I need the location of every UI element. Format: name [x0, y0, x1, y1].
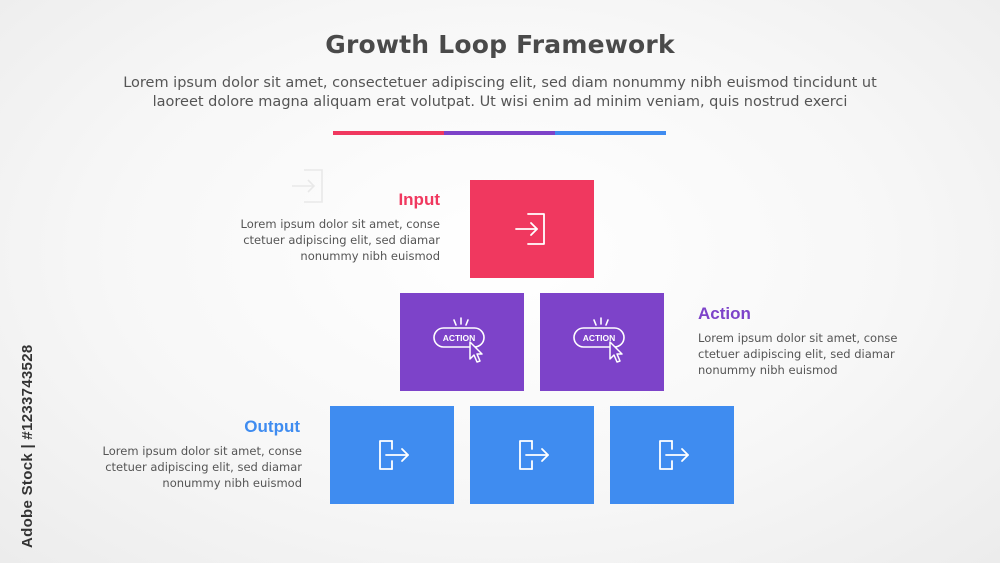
input-description: Lorem ipsum dolor sit amet, conse ctetue…: [200, 216, 440, 264]
output-desc-line-2: ctetuer adipiscing elit, sed diamar: [105, 460, 302, 474]
logout-arrow-icon: [519, 440, 549, 470]
logout-arrow-icon: [379, 440, 409, 470]
action-box-1: ACTION: [400, 293, 524, 391]
divider-segment-blue: [555, 131, 666, 135]
stock-watermark-text: Adobe Stock | #1233743528: [19, 344, 36, 548]
output-box-3: [610, 406, 734, 504]
action-click-icon: ACTION: [433, 317, 485, 363]
action-click-icon: ACTION: [573, 317, 625, 363]
output-desc-line-1: Lorem ipsum dolor sit amet, conse: [102, 444, 302, 458]
output-label: Output: [244, 417, 300, 436]
action-desc-line-1: Lorem ipsum dolor sit amet, conse: [698, 331, 898, 345]
subtitle-line-2: laoreet dolore magna aliquam erat volutp…: [152, 94, 848, 110]
output-box-2: [470, 406, 594, 504]
stock-watermark: Adobe Stock | #1233743528: [7, 318, 36, 558]
input-label: Input: [398, 190, 440, 209]
action-box-2: ACTION: [540, 293, 664, 391]
action-desc-line-2: ctetuer adipiscing elit, sed diamar: [698, 347, 895, 361]
action-label: Action: [698, 304, 751, 323]
output-box-1: [330, 406, 454, 504]
input-desc-line-1: Lorem ipsum dolor sit amet, conse: [240, 217, 440, 231]
subtitle: Lorem ipsum dolor sit amet, consectetuer…: [50, 74, 950, 112]
input-box: [470, 180, 594, 278]
output-desc-line-3: nonummy nibh euismod: [162, 476, 302, 490]
input-desc-line-3: nonummy nibh euismod: [300, 249, 440, 263]
page-title: Growth Loop Framework: [325, 30, 675, 59]
logout-arrow-icon: [659, 440, 689, 470]
action-desc-line-3: nonummy nibh euismod: [698, 363, 838, 377]
action-button-text: ACTION: [443, 333, 476, 343]
subtitle-line-1: Lorem ipsum dolor sit amet, consectetuer…: [123, 75, 877, 91]
divider-segment-purple: [444, 131, 555, 135]
login-arrow-icon: [515, 213, 545, 245]
output-description: Lorem ipsum dolor sit amet, conse ctetue…: [62, 443, 302, 491]
divider-segment-red: [333, 131, 444, 135]
action-description: Lorem ipsum dolor sit amet, conse ctetue…: [698, 330, 938, 378]
faint-login-icon: [288, 164, 332, 212]
input-desc-line-2: ctetuer adipiscing elit, sed diamar: [243, 233, 440, 247]
action-button-text: ACTION: [583, 333, 616, 343]
title-divider: [333, 131, 666, 135]
